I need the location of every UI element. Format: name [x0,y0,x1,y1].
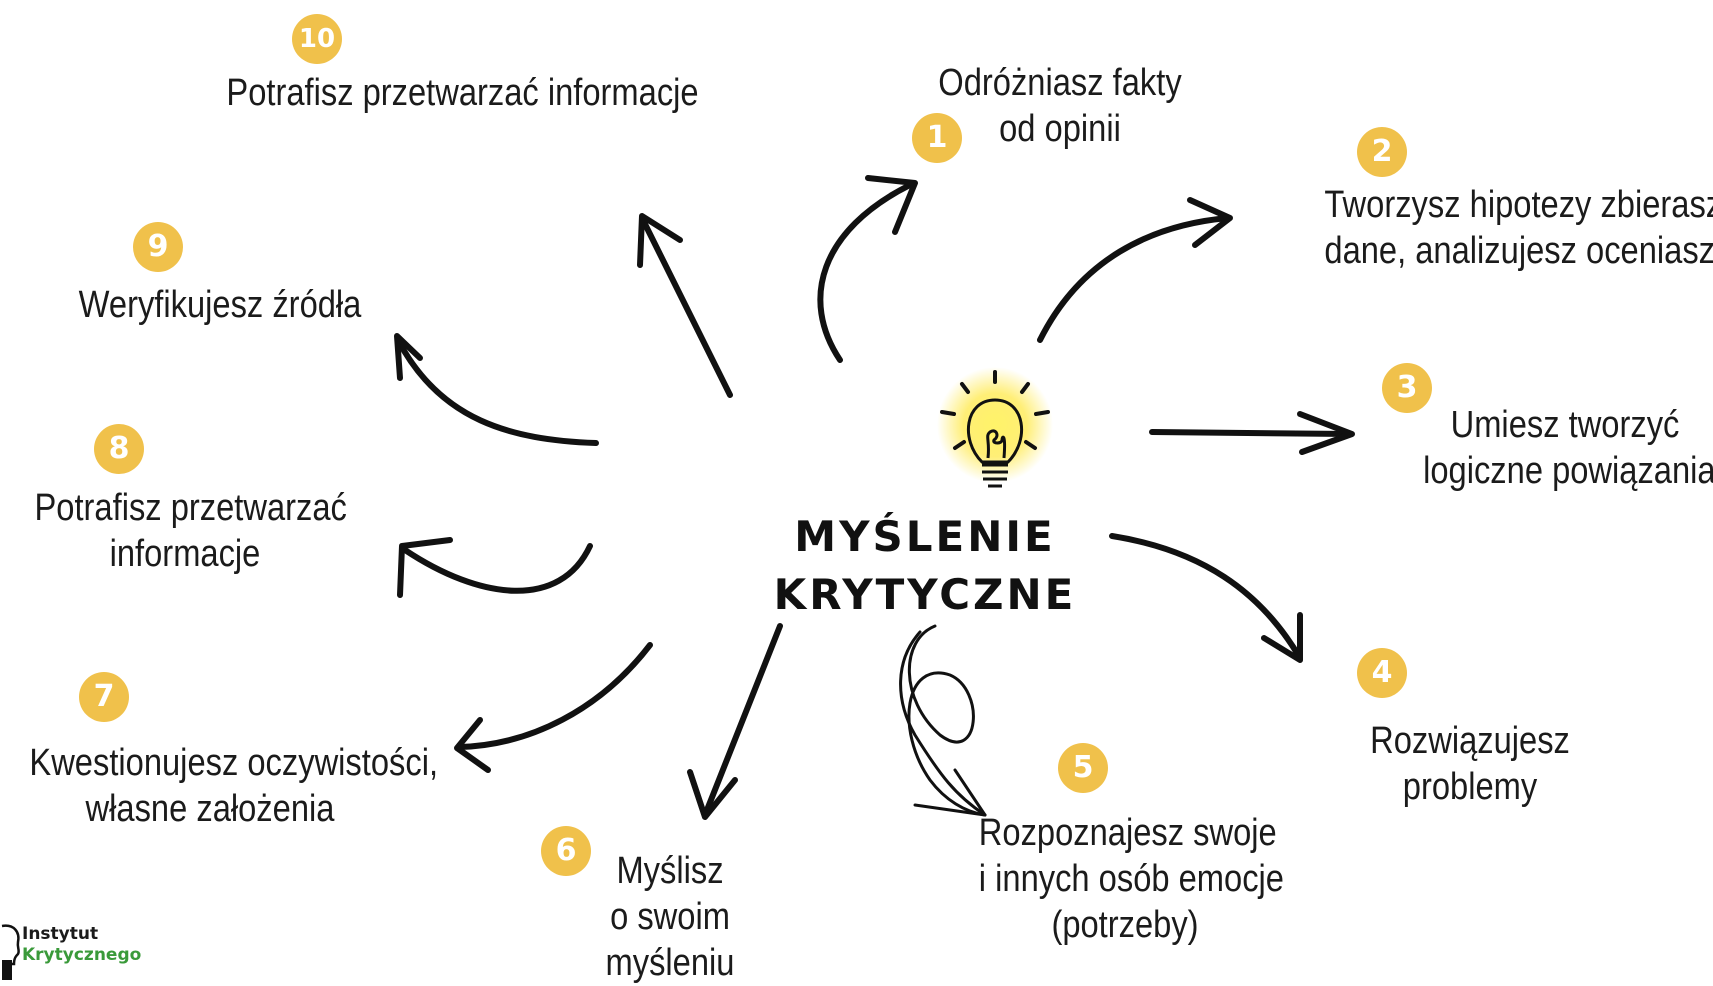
item-4-line-2: problemy [1402,766,1538,808]
badge-9: 9 [133,222,183,272]
item-5-line-1: Rozpoznajesz swoje [978,812,1277,854]
badge-5: 5 [1058,743,1108,793]
item-4-label: Rozwiązujesz problemy [1341,718,1599,810]
arrow-to-item-5 [899,624,987,817]
item-1-label: Odróżniasz fakty od opinii [918,60,1202,152]
head-profile-icon [1,924,20,980]
item-3-line-2: logiczne powiązania [1423,450,1713,492]
badge-10: 10 [292,14,342,64]
logo-line-2: Krytycznego [22,945,142,965]
item-8-line-2: informacje [109,533,261,575]
item-9-label: Weryfikujesz źródła [74,282,366,328]
arrow-to-item-8 [397,537,593,598]
lightbulb-icon [937,367,1053,488]
item-5-line-2: i innych osób emocje [978,858,1284,900]
item-2-label: Tworzysz hipotezy zbierasz dane, analizu… [1324,182,1713,274]
item-5-line-3: (potrzeby) [1051,904,1199,946]
central-title: MYŚLENIE KRYTYCZNE [760,508,1090,624]
logo-text: Instytut Krytycznego [22,924,141,966]
arrow-to-item-1 [817,175,918,363]
item-1-line-2: od opinii [999,108,1121,150]
logo-line-1: Instytut [22,924,99,944]
item-8-line-1: Potrafisz przetwarzać [34,487,347,529]
item-2-line-2: dane, analizujesz oceniasz [1324,230,1713,272]
badge-6: 6 [541,826,591,876]
badge-8: 8 [94,424,144,474]
central-title-line-2: KRYTYCZNE [773,570,1077,619]
item-1-line-1: Odróżniasz fakty [938,62,1182,104]
item-6-line-2: o swoim [610,896,730,938]
arrow-to-item-10 [637,213,733,398]
item-8-label: Potrafisz przetwarzać informacje [34,485,347,577]
central-title-line-1: MYŚLENIE [794,512,1056,561]
badge-7: 7 [79,672,129,722]
item-5-label: Rozpoznajesz swoje i innych osób emocje … [978,810,1284,948]
arrow-to-item-2 [1037,197,1233,343]
badge-1: 1 [912,113,962,163]
item-2-line-1: Tworzysz hipotezy zbierasz [1324,184,1713,226]
item-4-line-1: Rozwiązujesz [1370,720,1570,762]
item-6-line-1: Myślisz [616,850,724,892]
badge-2: 2 [1357,127,1407,177]
badge-3: 3 [1382,363,1432,413]
arrow-to-item-6 [687,623,783,820]
arrow-to-item-9 [394,333,599,446]
item-6-label: Myślisz o swoim myśleniu [584,848,756,986]
logo: Instytut Krytycznego [0,918,180,986]
item-9-line-1: Weryfikujesz źródła [78,284,362,326]
arrow-to-item-3 [1149,411,1355,455]
item-7-label: Kwestionujesz oczywistości, własne założ… [29,740,439,832]
badge-4: 4 [1357,648,1407,698]
item-3-line-1: Umiesz tworzyć [1450,404,1680,446]
item-7-line-1: Kwestionujesz oczywistości, [29,742,439,784]
arrow-to-item-4 [1109,533,1303,663]
item-7-line-2: własne założenia [85,788,335,830]
item-6-line-3: myśleniu [605,942,735,984]
arrow-to-item-7 [454,642,653,773]
item-10-label: Potrafisz przetwarzać informacje [226,70,699,116]
item-10-line-1: Potrafisz przetwarzać informacje [226,72,699,114]
item-3-label: Umiesz tworzyć logiczne powiązania [1423,402,1713,494]
